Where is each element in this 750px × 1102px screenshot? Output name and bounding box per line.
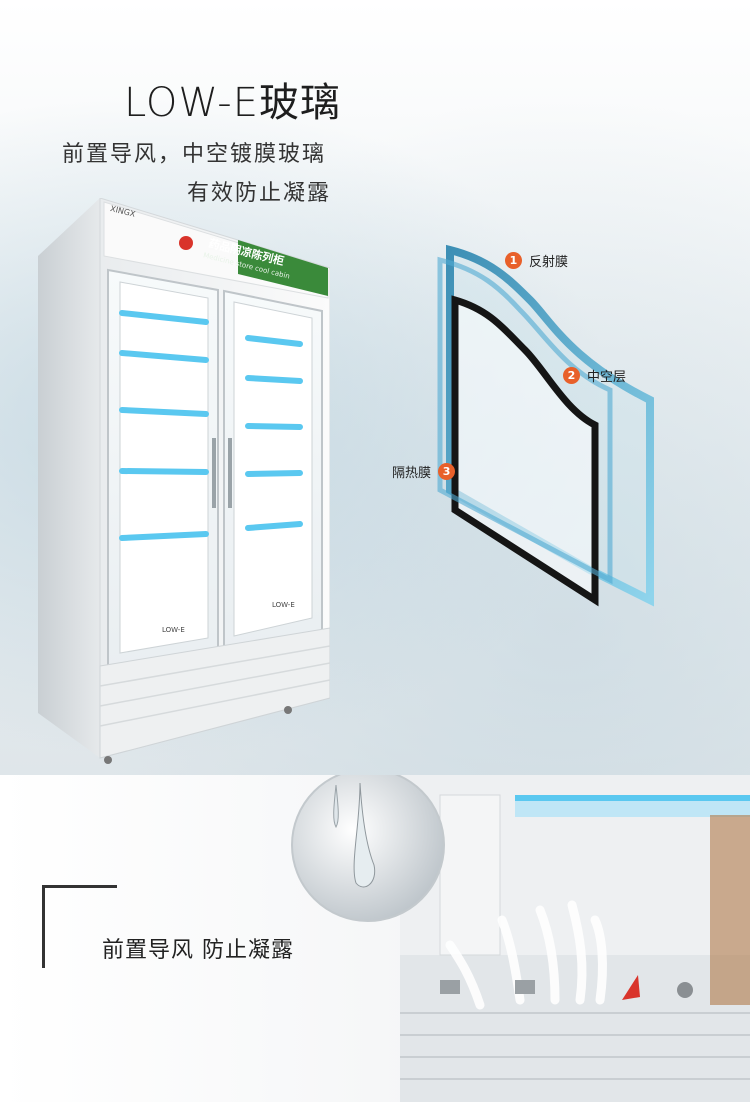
badge-3: 3 bbox=[438, 463, 456, 480]
low-e-glass-diagram bbox=[437, 244, 654, 607]
layer-1-text: 反射膜 bbox=[529, 255, 569, 270]
front-airflow-photo bbox=[400, 775, 750, 1102]
subtitle-line-1: 前置导风，中空镀膜玻璃 bbox=[62, 142, 327, 167]
display-cabinet-illustration bbox=[38, 198, 330, 764]
layer-3-text: 隔热膜 bbox=[392, 466, 432, 481]
door-tag-right: LOW-E bbox=[272, 601, 295, 609]
hero-section: LOW-E玻璃 前置导风，中空镀膜玻璃 有效防止凝露 bbox=[0, 0, 750, 775]
layer-label-1: 1 反射膜 bbox=[505, 251, 568, 270]
badge-1: 1 bbox=[505, 252, 522, 269]
layer-label-3: 隔热膜 3 bbox=[392, 462, 456, 481]
layer-label-2: 2 中空层 bbox=[563, 366, 626, 385]
page-title: LOW-E玻璃 bbox=[124, 80, 341, 126]
airflow-section: 前置导风 防止凝露 bbox=[0, 775, 750, 1102]
badge-2: 2 bbox=[563, 367, 580, 384]
subtitle-line-2: 有效防止凝露 bbox=[187, 181, 332, 206]
corner-bracket bbox=[42, 885, 117, 968]
airflow-caption: 前置导风 防止凝露 bbox=[102, 938, 294, 963]
water-drop-magnifier bbox=[291, 775, 445, 922]
layer-2-text: 中空层 bbox=[587, 370, 627, 385]
door-tag-left: LOW-E bbox=[162, 626, 185, 634]
